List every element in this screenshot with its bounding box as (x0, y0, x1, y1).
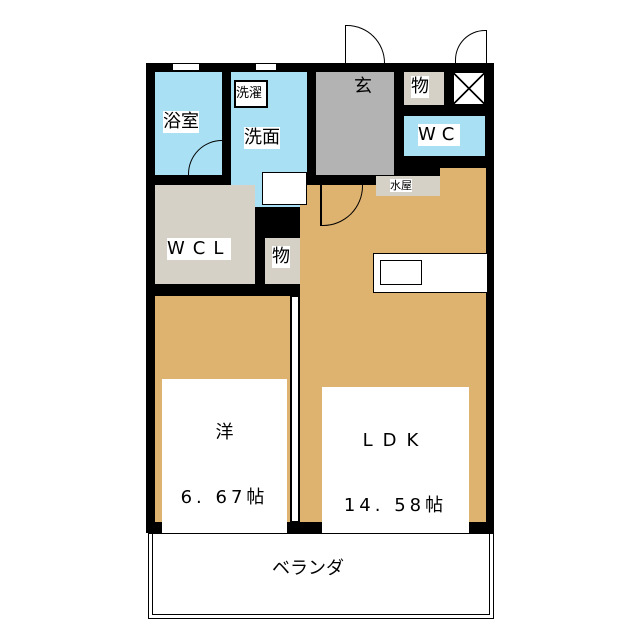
room-ldk-upper (440, 168, 486, 188)
label-ldk-size: 14. 58帖 (343, 494, 448, 516)
window (255, 63, 277, 71)
room-wcl (155, 185, 255, 284)
window (172, 63, 200, 71)
label-ldk-name: LDK (362, 430, 429, 452)
label-washer: 洗濯 (236, 86, 263, 102)
label-ldk: LDK 14. 58帖 (322, 387, 469, 560)
label-western: 洋 6. 67帖 (162, 379, 287, 552)
label-storage-mid: 物 (272, 246, 290, 268)
label-wc: WC (418, 124, 461, 146)
veranda (148, 533, 494, 619)
shoe-box (453, 72, 485, 105)
label-storage-top: 物 (411, 76, 429, 98)
label-veranda: ベランダ (272, 558, 344, 580)
label-wcl: WCL (167, 238, 232, 260)
divider-partition (291, 296, 299, 522)
label-western-name: 洋 (215, 422, 234, 444)
label-entrance: 玄 (354, 76, 372, 97)
label-western-size: 6. 67帖 (180, 486, 269, 508)
sink (380, 260, 422, 285)
label-washroom: 洗面 (244, 127, 280, 149)
storage-door[interactable] (455, 30, 487, 64)
basin (262, 172, 307, 205)
entrance-door[interactable] (345, 25, 385, 64)
room-entrance (316, 72, 394, 175)
label-water-area: 水屋 (390, 179, 412, 193)
label-bath: 浴室 (163, 111, 199, 133)
